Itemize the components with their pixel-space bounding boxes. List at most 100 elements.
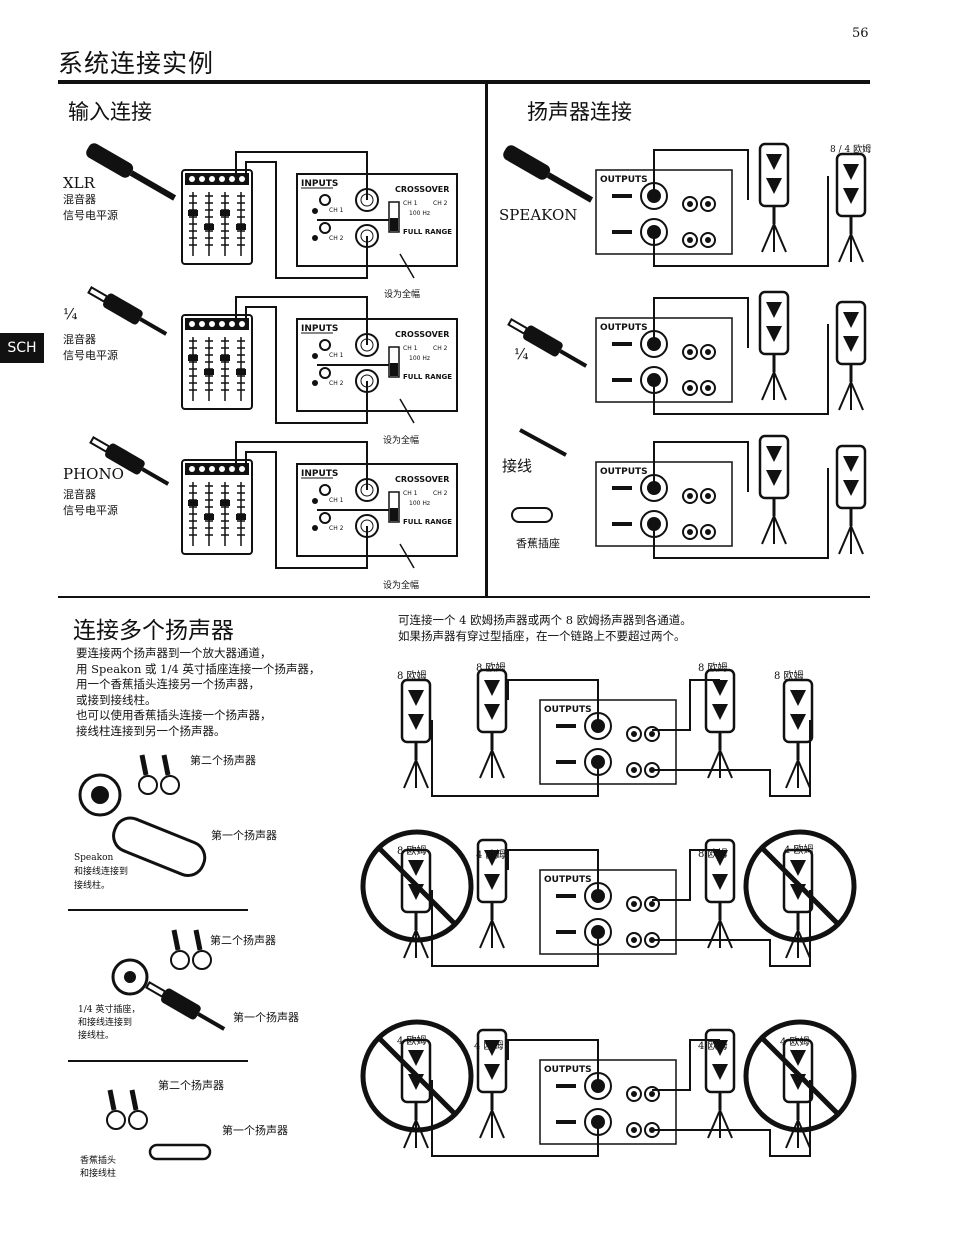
- stand-leg: [838, 381, 852, 411]
- speaker-cabinet: [782, 678, 814, 744]
- speaker-horn: [843, 164, 859, 180]
- caption-line: 接线柱。: [78, 1031, 115, 1041]
- speaker-horn: [484, 680, 500, 696]
- speaker-horn: [408, 1050, 424, 1066]
- mixer-jack: [209, 466, 215, 472]
- cable: [652, 720, 811, 797]
- stand-leg: [761, 515, 775, 545]
- amp-output-panel: OUTPUTS: [595, 169, 733, 255]
- quarter-jack: [556, 1120, 576, 1124]
- stand-leg: [850, 525, 864, 555]
- screw: [312, 208, 318, 214]
- plug-body: [103, 293, 143, 325]
- language-tab: SCH: [0, 333, 44, 363]
- speaker-cabinet: [835, 444, 867, 510]
- crossover-switch: [388, 346, 400, 378]
- ch1-label: CH 1: [403, 490, 418, 497]
- ohm-label: 4 欧姆: [474, 1041, 504, 1052]
- stand-leg: [797, 929, 811, 959]
- speaker-horn: [790, 860, 806, 876]
- caption-quarter: 1/4 英寸插座， 和接线连接到 接线柱。: [78, 1004, 140, 1043]
- speaker-horn: [766, 154, 782, 170]
- stand-leg: [785, 929, 799, 959]
- speaker-near: [758, 290, 790, 401]
- speaker: [400, 678, 432, 789]
- phono-desc-mixer: 混音器: [63, 488, 96, 501]
- quarter-jack: [612, 486, 632, 490]
- mixer-body: [181, 314, 253, 410]
- plug-tip: [145, 981, 167, 998]
- inputs-label: INPUTS: [301, 179, 338, 189]
- title-rule: [58, 80, 870, 84]
- cable: [653, 176, 829, 267]
- section-divider-horizontal: [58, 596, 870, 598]
- mixer-jack: [199, 466, 205, 472]
- fader-knob: [204, 514, 214, 520]
- binding-core: [705, 529, 711, 535]
- cable: [431, 1080, 599, 1157]
- stand-leg: [797, 1119, 811, 1149]
- inputs-label: INPUTS: [301, 324, 338, 334]
- stand-leg: [761, 223, 775, 253]
- cable: [431, 720, 599, 797]
- stand-leg: [415, 929, 429, 959]
- mixer-jack: [189, 466, 195, 472]
- binding-core: [631, 901, 637, 907]
- mixer-body: [181, 459, 253, 555]
- quarter-jack: [556, 724, 576, 728]
- speaker-horn: [712, 1040, 728, 1056]
- no-sign-ring: [360, 829, 474, 943]
- cable: [507, 679, 599, 726]
- binding-core: [649, 901, 655, 907]
- stand-leg: [785, 1119, 799, 1149]
- speaker-horn: [712, 680, 728, 696]
- switch-lever: [390, 363, 398, 376]
- first-speaker-label-3: 第一个扬声器: [222, 1124, 288, 1137]
- cable: [245, 306, 368, 424]
- speaker-woofer: [843, 188, 859, 204]
- cable: [431, 890, 599, 967]
- plug-cable: [141, 467, 170, 486]
- binding-post: [128, 1110, 148, 1130]
- speaker-woofer: [790, 714, 806, 730]
- no-sign-slash: [377, 1036, 457, 1116]
- cable: [653, 441, 749, 492]
- binding-core: [705, 237, 711, 243]
- plug-tip: [507, 318, 529, 335]
- trs-jack: [319, 484, 331, 496]
- trs-jack: [319, 339, 331, 351]
- plug-body: [105, 443, 145, 475]
- ohm-note: 8 / 4 欧姆: [830, 145, 872, 155]
- phono-full-note: 设为全幅: [383, 581, 420, 591]
- mixer-jack: [239, 321, 245, 327]
- cable: [652, 849, 720, 901]
- speaker-woofer: [408, 714, 424, 730]
- ch1-label: CH 1: [329, 352, 344, 359]
- stand-leg: [761, 371, 775, 401]
- quarter-desc-level: 信号电平源: [63, 349, 118, 362]
- caption-line: 接线柱。: [74, 881, 111, 891]
- quarter-jack: [612, 194, 632, 198]
- stand-leg: [491, 919, 505, 949]
- quarter-plug-icon: [145, 981, 226, 1031]
- trs-jack: [319, 222, 331, 234]
- quarter-jack: [556, 760, 576, 764]
- fader-knob: [220, 210, 230, 216]
- speaker: [782, 678, 814, 789]
- ch1-label: CH 1: [329, 207, 344, 214]
- mixer-jack: [209, 176, 215, 182]
- crossover-label: CROSSOVER: [395, 185, 449, 194]
- mixer-jack-strip: [185, 318, 249, 330]
- binding-posts-icon: [170, 929, 212, 970]
- ch2-label: CH 2: [433, 345, 448, 352]
- multi-body-line: 也可以使用香蕉插头连接一个扬声器，: [76, 708, 272, 722]
- no-sign-slash: [760, 1036, 840, 1116]
- quarter-socket-core: [124, 971, 136, 983]
- stand-leg: [491, 749, 505, 779]
- binding-core: [631, 1091, 637, 1097]
- hz-label: 100 Hz: [409, 210, 430, 217]
- cable: [235, 296, 368, 345]
- speaker-cabinet: [400, 848, 432, 914]
- stand-leg: [850, 233, 864, 263]
- plug-tip: [87, 286, 109, 303]
